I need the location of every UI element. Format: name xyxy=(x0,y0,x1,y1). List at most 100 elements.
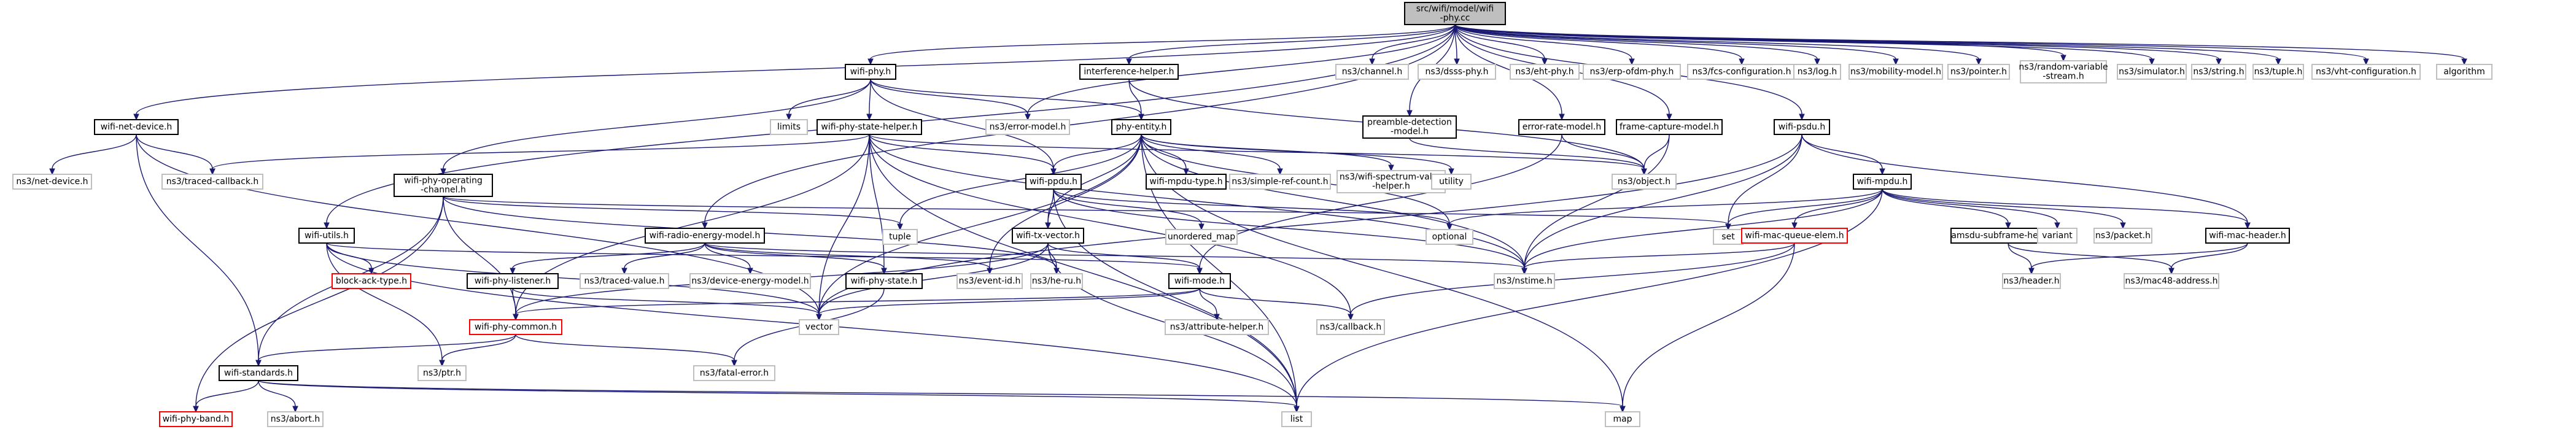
node-frame-capture-model[interactable]: frame-capture-model.h xyxy=(1616,119,1723,135)
node-wifi-phy-operating-channel[interactable]: wifi-phy-operating-channel.h xyxy=(394,174,493,197)
node-label: -helper.h xyxy=(1372,182,1410,191)
node-ns3-traced-value: ns3/traced-value.h xyxy=(580,273,669,289)
edge-root-to-ns3-eht-phy xyxy=(1454,24,1548,66)
node-wifi-mac-queue-elem[interactable]: wifi-mac-queue-elem.h xyxy=(1741,228,1848,244)
node-box xyxy=(267,411,324,427)
node-wifi-tx-vector[interactable]: wifi-tx-vector.h xyxy=(1012,228,1084,244)
node-box xyxy=(1583,64,1681,80)
node-wifi-utils[interactable]: wifi-utils.h xyxy=(298,228,355,244)
node-wifi-phy-band[interactable]: wifi-phy-band.h xyxy=(159,411,233,427)
node-preamble-detection-model[interactable]: preamble-detection-model.h xyxy=(1362,115,1457,139)
edge-wifi-mode-to-wifi-phy-common xyxy=(513,288,1200,321)
node-label: ns3/callback.h xyxy=(1320,322,1381,332)
edge-wifi-psdu-to-wifi-mpdu xyxy=(1801,134,1885,176)
node-label: wifi-phy-state-helper.h xyxy=(821,122,917,132)
edge-wifi-mpdu-to-list xyxy=(1294,188,1883,413)
edge-wifi-standards-to-map xyxy=(258,380,1626,413)
node-wifi-phy[interactable]: wifi-phy.h xyxy=(845,64,896,80)
node-box xyxy=(1025,174,1082,190)
node-label: block-ack-type.h xyxy=(336,276,407,286)
edge-interference-helper-to-phy-entity xyxy=(1128,79,1144,121)
node-box xyxy=(1111,119,1171,135)
node-label: wifi-mpdu-type.h xyxy=(1149,177,1222,187)
node-box xyxy=(2117,64,2187,80)
node-wifi-mpdu[interactable]: wifi-mpdu.h xyxy=(1853,174,1912,190)
node-ns3-traced-callback: ns3/traced-callback.h xyxy=(161,174,263,190)
node-box xyxy=(882,229,918,245)
node-algorithm: algorithm xyxy=(2436,64,2493,80)
node-box xyxy=(1518,119,1605,135)
node-label: list xyxy=(1290,414,1303,424)
node-box xyxy=(1947,64,2010,80)
edge-root-to-wifi-net-device xyxy=(133,24,1456,121)
node-label: ns3/traced-callback.h xyxy=(166,177,259,187)
node-box xyxy=(580,273,669,289)
node-box xyxy=(1774,119,1830,135)
node-wifi-mode[interactable]: wifi-mode.h xyxy=(1168,273,1231,289)
node-label: optional xyxy=(1432,232,1467,242)
edge-root-to-error-rate-model xyxy=(1454,24,1565,121)
node-box xyxy=(689,273,811,289)
node-wifi-radio-energy-model[interactable]: wifi-radio-energy-model.h xyxy=(645,228,765,244)
node-box xyxy=(219,365,298,381)
node-unordered-map: unordered_map xyxy=(1165,229,1238,245)
node-wifi-phy-common[interactable]: wifi-phy-common.h xyxy=(469,319,562,335)
node-error-rate-model[interactable]: error-rate-model.h xyxy=(1518,119,1605,135)
node-box xyxy=(2020,60,2107,83)
node-box xyxy=(2037,228,2077,244)
node-wifi-standards[interactable]: wifi-standards.h xyxy=(219,365,298,381)
node-label: map xyxy=(1613,414,1632,424)
node-ns3-simple-ref-count: ns3/simple-ref-count.h xyxy=(1229,174,1331,190)
node-box xyxy=(845,273,923,289)
node-ns3-he-ru: ns3/he-ru.h xyxy=(1030,273,1083,289)
edge-wifi-radio-energy-model-to-wifi-phy-listener xyxy=(510,242,705,275)
edge-root-to-ns3-channel xyxy=(1369,24,1456,66)
node-box xyxy=(1431,174,1472,190)
edge-wifi-mpdu-to-amsdu-subframe-header xyxy=(1882,188,2011,230)
node-label: ns3/vht-configuration.h xyxy=(2316,67,2416,77)
node-box xyxy=(2191,64,2246,80)
edge-wifi-mode-to-ns3-attribute-helper xyxy=(1199,288,1220,321)
node-box xyxy=(2124,273,2219,289)
node-root[interactable]: src/wifi/model/wifi-phy.cc xyxy=(1404,2,1506,25)
node-ns3-error-model: ns3/error-model.h xyxy=(985,119,1070,135)
node-label: ns3/packet.h xyxy=(2095,231,2151,241)
node-phy-entity[interactable]: phy-entity.h xyxy=(1111,119,1171,135)
node-wifi-ppdu[interactable]: wifi-ppdu.h xyxy=(1025,174,1082,190)
node-ns3-channel: ns3/channel.h xyxy=(1335,64,1409,80)
node-wifi-phy-listener[interactable]: wifi-phy-listener.h xyxy=(467,273,559,289)
node-label: ns3/header.h xyxy=(2003,276,2059,286)
node-block-ack-type[interactable]: block-ack-type.h xyxy=(332,273,411,289)
node-box xyxy=(1418,64,1496,80)
edge-root-to-algorithm xyxy=(1454,24,2467,66)
node-wifi-mac-header[interactable]: wifi-mac-header.h xyxy=(2205,228,2290,244)
node-label: wifi-mac-queue-elem.h xyxy=(1745,231,1844,241)
node-label: ns3/string.h xyxy=(2193,67,2244,77)
edge-wifi-ppdu-to-wifi-tx-vector xyxy=(1045,188,1054,230)
edge-wifi-radio-energy-model-to-ns3-device-energy-model xyxy=(704,242,753,275)
edge-wifi-phy-common-to-ns3-fatal-error xyxy=(515,334,737,367)
node-wifi-phy-state-helper[interactable]: wifi-phy-state-helper.h xyxy=(817,119,922,135)
node-ns3-callback: ns3/callback.h xyxy=(1316,319,1385,335)
node-label: wifi-radio-energy-model.h xyxy=(650,231,761,241)
node-wifi-psdu[interactable]: wifi-psdu.h xyxy=(1774,119,1830,135)
edge-phy-entity-to-ns3-wifi-spectrum-value-helper xyxy=(1141,134,1394,172)
node-box xyxy=(2436,64,2493,80)
edge-wifi-phy-state-helper-to-ns3-object xyxy=(869,134,1647,176)
edge-wifi-phy-operating-channel-to-set xyxy=(443,196,1731,231)
node-label: wifi-ppdu.h xyxy=(1030,177,1077,187)
node-label: -stream.h xyxy=(2043,72,2084,82)
node-box xyxy=(956,273,1023,289)
node-interference-helper[interactable]: interference-helper.h xyxy=(1079,64,1179,80)
node-label: amsdu-subframe-header.h xyxy=(1951,231,2065,241)
node-wifi-mpdu-type[interactable]: wifi-mpdu-type.h xyxy=(1146,174,1227,190)
node-ns3-pointer: ns3/pointer.h xyxy=(1947,64,2010,80)
node-wifi-net-device[interactable]: wifi-net-device.h xyxy=(94,119,179,135)
node-ns3-mac48-address: ns3/mac48-address.h xyxy=(2124,273,2219,289)
edge-wifi-phy-operating-channel-to-tuple xyxy=(443,196,903,231)
node-label: error-rate-model.h xyxy=(1523,122,1601,132)
edge-root-to-wifi-phy xyxy=(867,24,1456,66)
node-label: ns3/mac48-address.h xyxy=(2125,276,2218,286)
node-set: set xyxy=(1713,229,1744,245)
node-wifi-phy-state[interactable]: wifi-phy-state.h xyxy=(845,273,923,289)
